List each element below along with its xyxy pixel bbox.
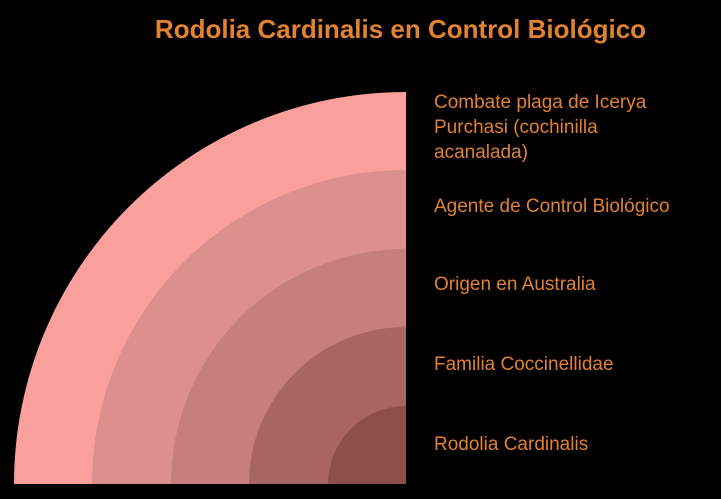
ring-label-4: Familia Coccinellidae: [434, 354, 614, 375]
chart-title: Rodolia Cardinalis en Control Biológico: [154, 14, 647, 44]
quarter-circle-chart: [14, 92, 406, 484]
legend: Combate plaga de Icerya Purchasi (cochin…: [434, 0, 721, 499]
ring-label-5: Rodolia Cardinalis: [434, 434, 589, 455]
ring-label-2: Agente de Control Biológico: [434, 196, 670, 217]
ring-label-1: Combate plaga de Icerya Purchasi (cochin…: [434, 92, 647, 163]
ring-label-3: Origen en Australia: [434, 274, 596, 295]
